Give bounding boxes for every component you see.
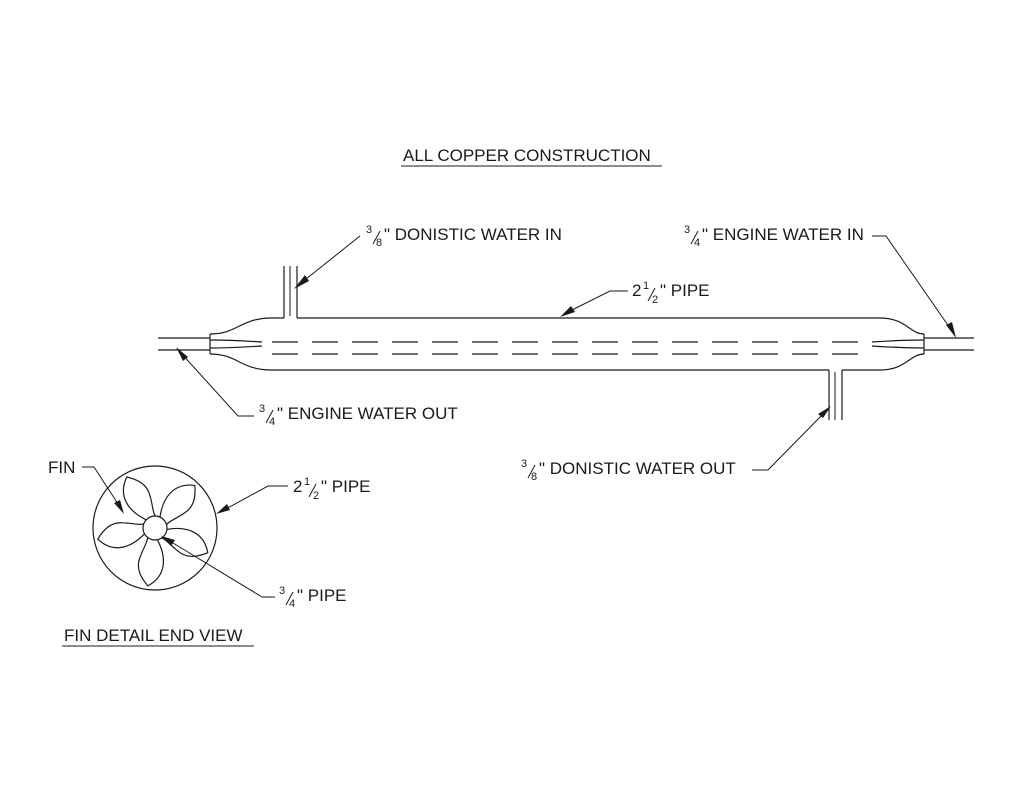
- label-domestic-water-out: 3 8 " DONISTIC WATER OUT: [521, 406, 831, 483]
- svg-text:" DONISTIC WATER OUT: " DONISTIC WATER OUT: [539, 459, 736, 478]
- svg-text:" ENGINE WATER IN: " ENGINE WATER IN: [702, 225, 864, 244]
- fin-blade: [159, 484, 196, 526]
- svg-text:4: 4: [694, 237, 700, 249]
- svg-text:2: 2: [313, 490, 319, 502]
- arrowhead: [176, 347, 188, 361]
- domestic-outlet-nozzle: [828, 370, 843, 420]
- svg-text:" DONISTIC WATER IN: " DONISTIC WATER IN: [384, 225, 562, 244]
- label-domestic-water-in: 3 8 " DONISTIC WATER IN: [294, 224, 562, 289]
- svg-text:3: 3: [684, 224, 690, 236]
- fin-blade: [137, 536, 164, 587]
- leader-domestic-in: [300, 235, 361, 284]
- arrowhead: [818, 406, 831, 418]
- svg-text:2: 2: [652, 294, 658, 306]
- label-inner-pipe: 3 4 " PIPE: [161, 536, 347, 610]
- svg-text:2: 2: [632, 281, 641, 300]
- domestic-inlet-nozzle: [283, 266, 298, 318]
- fin-blade: [122, 476, 157, 521]
- label-main-pipe: 2 1 2 " PIPE: [560, 280, 710, 317]
- label-engine-water-in: 3 4 " ENGINE WATER IN: [684, 224, 956, 338]
- svg-text:" PIPE: " PIPE: [321, 477, 371, 496]
- svg-text:1: 1: [304, 476, 310, 488]
- drawing-title: ALL COPPER CONSTRUCTION: [403, 146, 651, 165]
- svg-text:3: 3: [279, 585, 285, 597]
- svg-text:" ENGINE WATER OUT: " ENGINE WATER OUT: [277, 404, 458, 423]
- svg-text:8: 8: [531, 471, 537, 483]
- svg-text:4: 4: [289, 598, 295, 610]
- leader-domestic-out: [752, 411, 826, 471]
- leader-main-pipe: [567, 290, 628, 313]
- svg-text:3: 3: [259, 403, 265, 415]
- main-pipe: [158, 317, 974, 371]
- outer-pipe-circle: [92, 465, 218, 591]
- svg-text:FIN: FIN: [48, 458, 75, 477]
- label-detail-pipe: 2 1 2 " PIPE: [216, 476, 371, 514]
- leader-fin: [82, 466, 121, 508]
- svg-text:3: 3: [366, 224, 372, 236]
- svg-text:1: 1: [643, 280, 649, 292]
- svg-text:8: 8: [376, 237, 382, 249]
- arrowhead: [294, 275, 309, 289]
- leader-engine-out: [180, 352, 254, 417]
- label-fin: FIN: [48, 458, 124, 514]
- svg-text:2: 2: [293, 477, 302, 496]
- arrowhead: [161, 536, 175, 546]
- leader-inner-pipe: [167, 539, 275, 598]
- arrowhead: [946, 322, 956, 338]
- leader-detail-pipe: [223, 485, 288, 511]
- arrowhead: [114, 500, 124, 514]
- svg-text:" PIPE: " PIPE: [297, 586, 347, 605]
- arrowhead: [216, 504, 230, 514]
- svg-text:4: 4: [269, 416, 275, 428]
- fin-blade: [96, 522, 146, 549]
- svg-text:3: 3: [521, 458, 527, 470]
- label-engine-water-out: 3 4 " ENGINE WATER OUT: [176, 347, 458, 428]
- fin-detail-end-view: [92, 465, 218, 591]
- arrowhead: [560, 306, 575, 317]
- svg-text:" PIPE: " PIPE: [660, 281, 710, 300]
- leader-engine-in: [872, 235, 953, 332]
- detail-title: FIN DETAIL END VIEW: [64, 626, 243, 645]
- inner-pipe-circle: [142, 515, 168, 541]
